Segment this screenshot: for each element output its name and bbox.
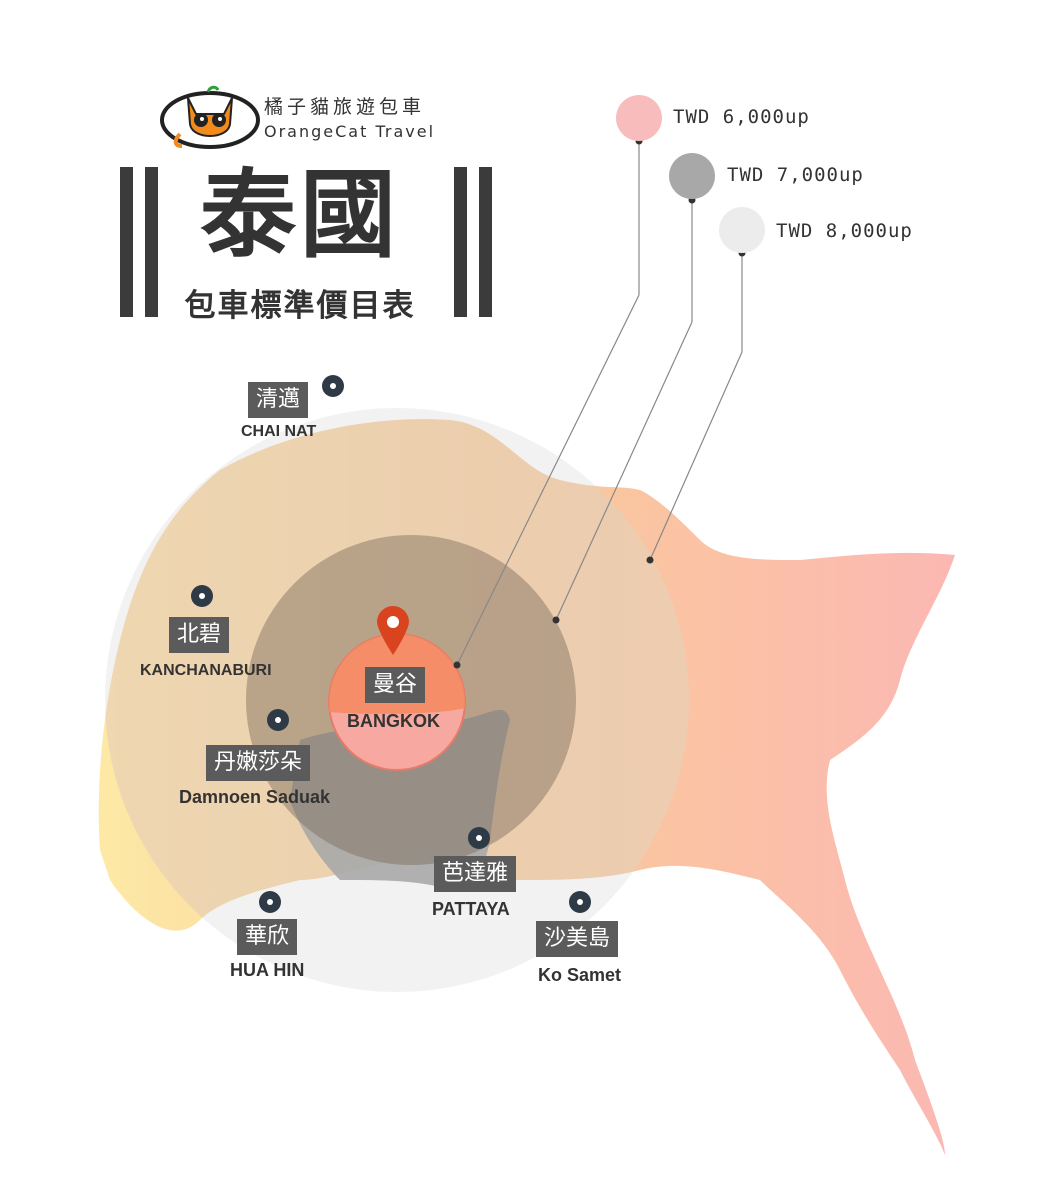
legend-label-8000: TWD 8,000up [776, 220, 913, 242]
legend-label-6000: TWD 6,000up [673, 106, 810, 128]
legend-swatch-7000 [669, 153, 715, 199]
location-dot-icon[interactable] [259, 891, 281, 913]
location-label-hua-hin[interactable]: 華欣 [237, 919, 298, 955]
page-subtitle: 包車標準價目表 [184, 288, 416, 324]
gulf-of-thailand [290, 709, 510, 890]
location-sublabel-bangkok: BANGKOK [347, 711, 440, 731]
location-sublabel-ko-samet: Ko Samet [538, 965, 622, 985]
title-bar-left-2 [145, 167, 158, 317]
location-label-ko-samet[interactable]: 沙美島 [536, 921, 619, 957]
location-label-kanchanaburi[interactable]: 北碧 [169, 617, 230, 653]
title-bar-right-1 [454, 167, 467, 317]
location-pin-icon[interactable] [377, 606, 409, 655]
legend-swatch-6000 [616, 95, 662, 141]
location-sublabel-hua-hin: HUA HIN [230, 960, 305, 980]
location-dot-icon[interactable] [267, 709, 289, 731]
location-label-damnoen[interactable]: 丹嫩莎朵 [206, 745, 311, 781]
page-title: 泰國 [200, 159, 400, 271]
legend-label-7000: TWD 7,000up [727, 164, 864, 186]
orange-cat-logo-icon [160, 85, 260, 149]
location-dot-icon[interactable] [191, 585, 213, 607]
location-dot-icon[interactable] [322, 375, 344, 397]
legend-swatch-8000 [719, 207, 765, 253]
location-label-chiang-mai[interactable]: 清邁 [248, 382, 309, 418]
title-bar-left-1 [120, 167, 133, 317]
location-label-bangkok[interactable]: 曼谷 [365, 667, 426, 703]
location-sublabel-chiang-mai: CHAI NAT [241, 423, 317, 440]
location-sublabel-pattaya: PATTAYA [432, 899, 510, 919]
location-sublabel-kanchanaburi: KANCHANABURI [140, 662, 272, 679]
brand: 橘子貓旅遊包車 OrangeCat Travel [160, 82, 460, 152]
location-label-pattaya[interactable]: 芭達雅 [434, 856, 517, 892]
location-dot-icon[interactable] [569, 891, 591, 913]
title-bar-right-2 [479, 167, 492, 317]
location-dot-icon[interactable] [468, 827, 490, 849]
location-sublabel-damnoen: Damnoen Saduak [179, 787, 331, 807]
brand-name-cn: 橘子貓旅遊包車 [264, 96, 426, 118]
brand-name-en: OrangeCat Travel [264, 122, 436, 141]
